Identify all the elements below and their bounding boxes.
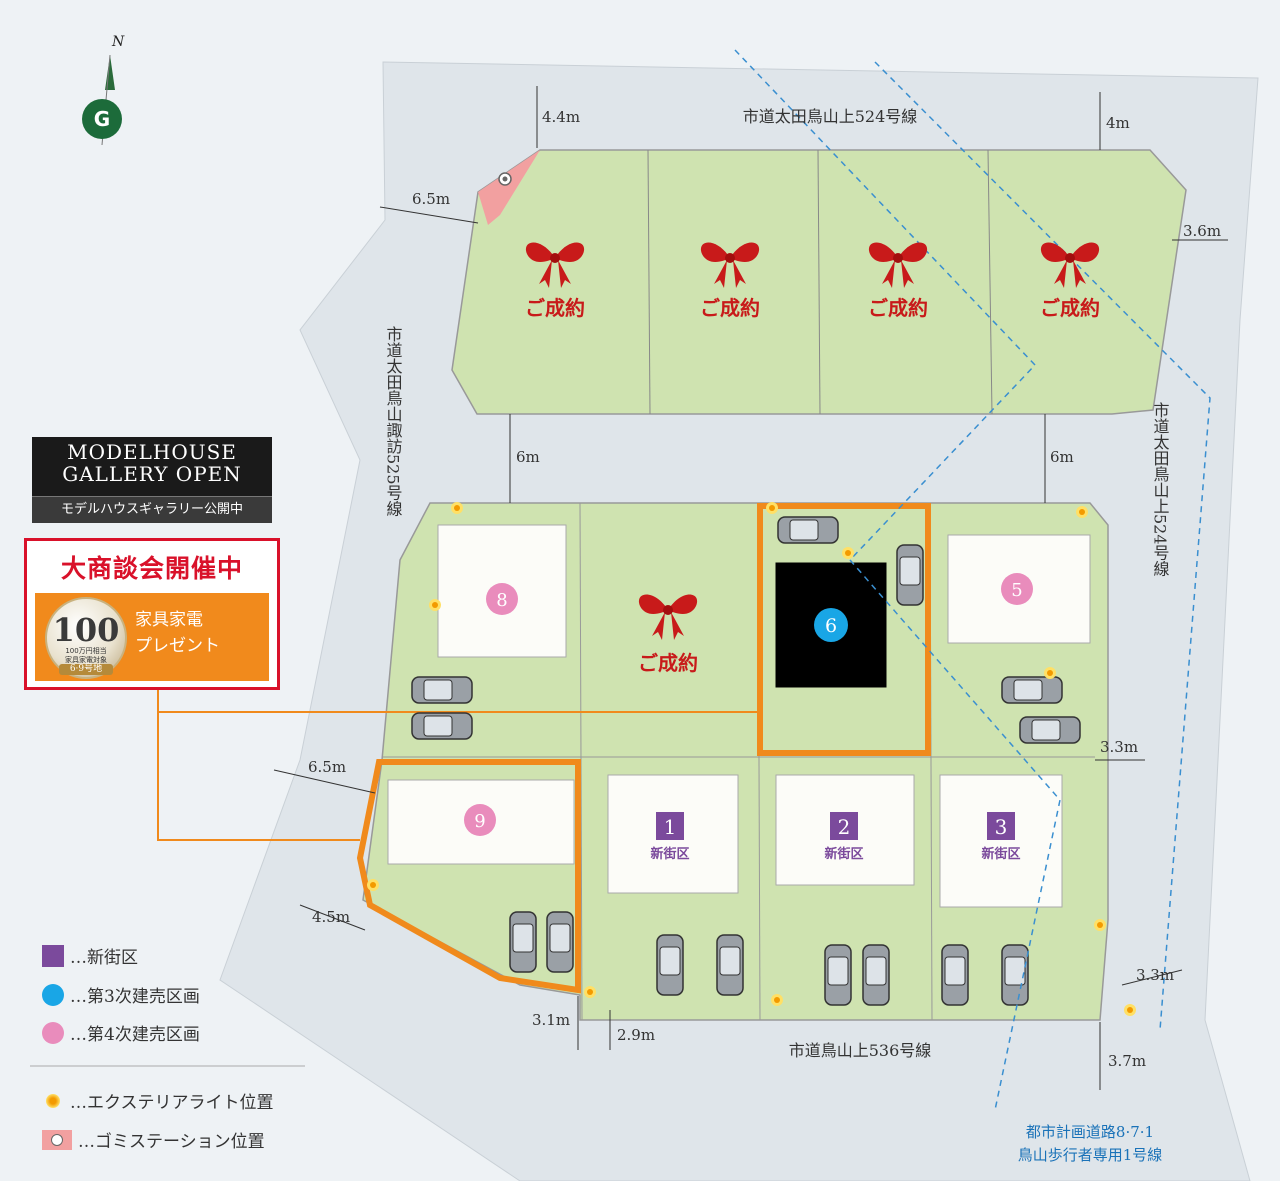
medal-number: 100 bbox=[52, 611, 120, 649]
dim-south-left: 3.1m bbox=[532, 1011, 570, 1029]
compass: N G bbox=[82, 34, 125, 146]
legend-fourth-sale: …第4次建売区画 bbox=[42, 1020, 200, 1045]
campaign-panel: 100 100万円相当 家具家電対象 6·9号地 家具家電 プレゼント bbox=[35, 593, 269, 681]
legend-garbage-station-label: …ゴミステーション位置 bbox=[78, 1132, 265, 1152]
road-east-label: 市道太田鳥山上524号線 bbox=[1151, 402, 1170, 577]
lot-number-9: 9 bbox=[474, 811, 485, 832]
road-west-label: 市道太田鳥山諏訪525号線 bbox=[384, 326, 403, 517]
light-icon bbox=[46, 1093, 60, 1108]
dim-south-mid: 2.9m bbox=[617, 1026, 655, 1044]
legend-exterior-light: …エクステリアライト位置 bbox=[42, 1088, 274, 1113]
sold-label-1: ご成約 bbox=[525, 296, 585, 320]
sold-label-5: ご成約 bbox=[638, 651, 698, 675]
gallery-line1: MODELHOUSE bbox=[67, 440, 237, 464]
legend-exterior-light-label: …エクステリアライト位置 bbox=[70, 1093, 274, 1113]
dim-west-top: 6.5m bbox=[412, 190, 450, 208]
dim-mid-right: 6m bbox=[1050, 448, 1074, 466]
lot-number-5: 5 bbox=[1011, 580, 1022, 601]
legend-third-sale: …第3次建売区画 bbox=[42, 982, 200, 1007]
pink-circle-icon bbox=[42, 1021, 64, 1044]
road-south-label: 市道鳥山上536号線 bbox=[789, 1041, 932, 1060]
medal-sub2: 家具家電対象 bbox=[65, 656, 107, 664]
dim-west-low: 4.5m bbox=[312, 908, 350, 926]
dim-east-mid: 3.3m bbox=[1100, 738, 1138, 756]
dim-north-right: 4m bbox=[1106, 114, 1130, 132]
lot-tag-1: 新街区 bbox=[650, 846, 689, 862]
dim-west-bottom: 6.5m bbox=[308, 758, 346, 776]
gallery-line2: GALLERY OPEN bbox=[62, 462, 242, 486]
highlight-connectors bbox=[157, 678, 757, 841]
north-block bbox=[451, 149, 1187, 415]
gift-line2: プレゼント bbox=[135, 636, 220, 656]
purple-square-icon bbox=[42, 944, 64, 967]
sold-label-3: ご成約 bbox=[868, 296, 928, 320]
legend-fourth-sale-label: …第4次建売区画 bbox=[70, 1025, 200, 1045]
sold-label-4: ご成約 bbox=[1040, 296, 1100, 320]
compass-logo: G bbox=[94, 107, 110, 131]
legend-new-block: …新街区 bbox=[42, 943, 138, 968]
medal-icon: 100 100万円相当 家具家電対象 6·9号地 bbox=[45, 597, 127, 679]
sold-label-2: ご成約 bbox=[700, 296, 760, 320]
garbage-station-icon bbox=[42, 1129, 72, 1150]
lot-number-6: 6 bbox=[825, 615, 837, 637]
dim-east-low: 3.3m bbox=[1136, 966, 1174, 984]
cyan-circle-icon bbox=[42, 983, 64, 1006]
gallery-line3: モデルハウスギャラリー公開中 bbox=[32, 496, 272, 523]
planned-road-label-1: 都市計画道路8·7·1 bbox=[1026, 1123, 1154, 1141]
legend-third-sale-label: …第3次建売区画 bbox=[70, 987, 200, 1007]
gift-line1: 家具家電 bbox=[135, 610, 203, 630]
planned-road-lines bbox=[734, 49, 1211, 1111]
medal-lots: 6·9号地 bbox=[59, 664, 113, 675]
lot-number-2: 2 bbox=[838, 815, 851, 839]
planned-road-label-2: 鳥山歩行者専用1号線 bbox=[1018, 1146, 1163, 1164]
legend-garbage-station: …ゴミステーション位置 bbox=[42, 1127, 265, 1152]
dim-east-top: 3.6m bbox=[1183, 222, 1221, 240]
medal-sub1: 100万円相当 bbox=[65, 647, 107, 655]
lot-markers: 8 5 6 9 1 新街区 2 新街区 3 新街区 bbox=[464, 573, 1033, 862]
gallery-open-badge: MODELHOUSE GALLERY OPEN モデルハウスギャラリー公開中 bbox=[32, 437, 272, 523]
road-north-label: 市道太田鳥山上524号線 bbox=[743, 107, 918, 126]
compass-north-label: N bbox=[111, 34, 125, 50]
lot-tag-2: 新街区 bbox=[824, 846, 863, 862]
campaign-box: 大商談会開催中 100 100万円相当 家具家電対象 6·9号地 家具家電 プレ… bbox=[24, 538, 280, 690]
dim-east-bottom: 3.7m bbox=[1108, 1052, 1146, 1070]
garbage-station-marker bbox=[498, 172, 512, 186]
gift-text: 家具家電 プレゼント bbox=[135, 607, 220, 659]
highlight-lots bbox=[356, 503, 931, 994]
lot-number-8: 8 bbox=[496, 590, 507, 611]
dimension-arrows bbox=[273, 86, 1228, 1090]
campaign-title: 大商談会開催中 bbox=[60, 554, 243, 583]
dim-mid-left: 6m bbox=[516, 448, 540, 466]
lot-number-3: 3 bbox=[995, 815, 1008, 839]
dim-north-left: 4.4m bbox=[542, 108, 580, 126]
lot-tag-3: 新街区 bbox=[981, 846, 1020, 862]
lot-number-1: 1 bbox=[664, 815, 677, 839]
legend-new-block-label: …新街区 bbox=[70, 948, 138, 968]
sold-markers: ご成約 ご成約 ご成約 ご成約 ご成約 bbox=[525, 242, 1100, 675]
